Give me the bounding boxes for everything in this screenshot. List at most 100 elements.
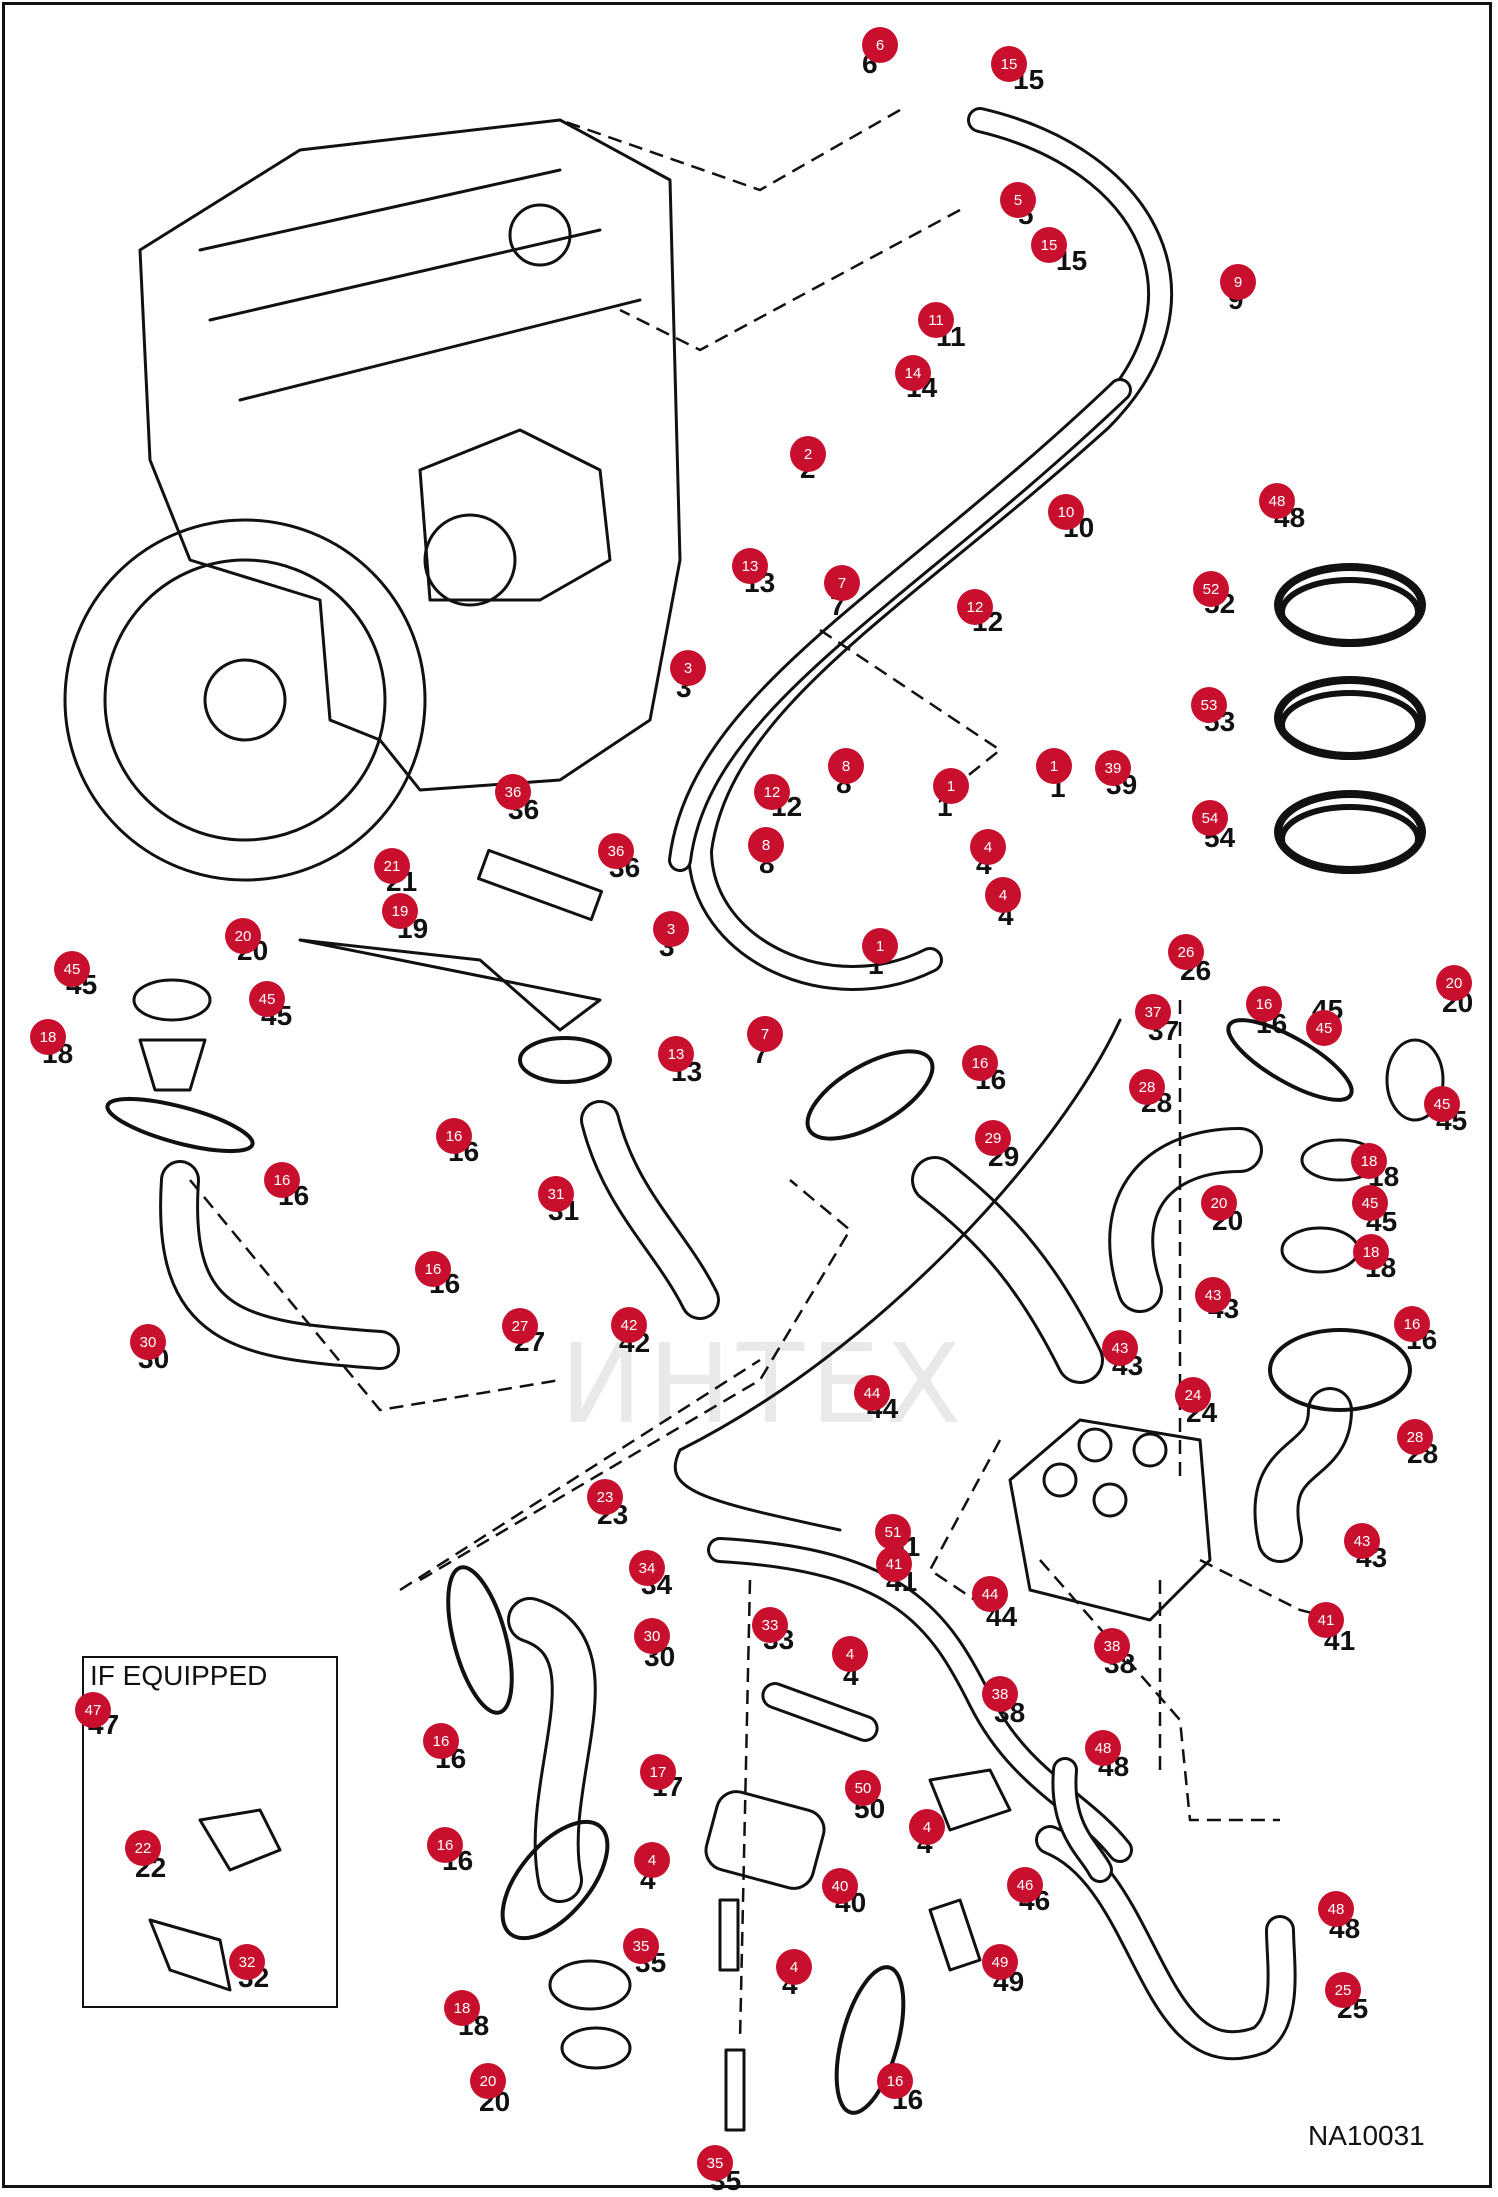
callout-circle bbox=[1129, 1069, 1165, 1105]
callout-badge: 35 bbox=[697, 2145, 733, 2181]
callout-badge: 36 bbox=[495, 774, 531, 810]
callout-circle bbox=[75, 1692, 111, 1728]
callout-badge: 52 bbox=[1193, 571, 1229, 607]
heater-core bbox=[1008, 1418, 1212, 1622]
callout-badge: 45 bbox=[1306, 1010, 1342, 1046]
callout-number: 18 bbox=[40, 1029, 57, 1046]
callout-badge: 38 bbox=[982, 1676, 1018, 1712]
callout-number: 20 bbox=[480, 2073, 497, 2090]
callout-badge: 1 bbox=[933, 768, 969, 804]
plate-17 bbox=[704, 1790, 826, 1890]
callout-number: 4 bbox=[846, 1646, 854, 1663]
callout-number: 8 bbox=[842, 758, 850, 775]
callout-number: 16 bbox=[1256, 996, 1273, 1013]
callout-circle bbox=[748, 827, 784, 863]
callout-number: 44 bbox=[864, 1385, 881, 1402]
callout-circle bbox=[909, 1809, 945, 1845]
callout-circle bbox=[854, 1375, 890, 1411]
callout-circle bbox=[1308, 1602, 1344, 1638]
callout-number: 42 bbox=[621, 1317, 638, 1334]
callout-circle bbox=[444, 1990, 480, 2026]
callout-badge: 4 bbox=[634, 1842, 670, 1878]
callout-number: 45 bbox=[1434, 1096, 1451, 1113]
callout-badge: 18 bbox=[1353, 1234, 1389, 1270]
callout-number: 20 bbox=[1446, 975, 1463, 992]
callout-circle bbox=[732, 548, 768, 584]
callout-badge: 48 bbox=[1259, 483, 1295, 519]
callout-circle bbox=[747, 1016, 783, 1052]
callout-number: 48 bbox=[1328, 1901, 1345, 1918]
callout-badge: 16 bbox=[415, 1251, 451, 1287]
callout-number: 16 bbox=[972, 1055, 989, 1072]
callout-badge: 32 bbox=[229, 1944, 265, 1980]
callout-circle bbox=[1175, 1377, 1211, 1413]
callout-number: 45 bbox=[259, 991, 276, 1008]
callout-badge: 3 bbox=[653, 911, 689, 947]
callout-number: 4 bbox=[790, 1959, 798, 1976]
callout-badge: 33 bbox=[752, 1607, 788, 1643]
callout-number: 43 bbox=[1112, 1340, 1129, 1357]
callout-badge: 23 bbox=[587, 1479, 623, 1515]
callout-badge: 48 bbox=[1085, 1730, 1121, 1766]
callout-number: 11 bbox=[928, 312, 944, 329]
callout-badge: 16 bbox=[423, 1723, 459, 1759]
callout-circle bbox=[130, 1324, 166, 1360]
callout-badge: 34 bbox=[629, 1550, 665, 1586]
callout-number: 4 bbox=[999, 887, 1007, 904]
callout-circle bbox=[876, 1546, 912, 1582]
callout-number: 43 bbox=[1354, 1533, 1371, 1550]
callout-badge: 44 bbox=[854, 1375, 890, 1411]
callout-circle bbox=[1191, 687, 1227, 723]
callout-number: 43 bbox=[1205, 1287, 1222, 1304]
callout-number: 10 bbox=[1058, 504, 1075, 521]
callout-circle bbox=[611, 1307, 647, 1343]
callout-circle bbox=[1095, 750, 1131, 786]
callout-number: 48 bbox=[1269, 493, 1286, 510]
callout-number: 33 bbox=[762, 1617, 779, 1634]
callout-circle bbox=[845, 1770, 881, 1806]
callout-number: 30 bbox=[140, 1334, 157, 1351]
callout-badge: 16 bbox=[427, 1827, 463, 1863]
callout-badge: 28 bbox=[1397, 1419, 1433, 1455]
callout-badge: 12 bbox=[957, 589, 993, 625]
callout-circle bbox=[1201, 1185, 1237, 1221]
callout-circle bbox=[1036, 748, 1072, 784]
callout-badge: 6 bbox=[862, 27, 898, 63]
callout-number: 18 bbox=[1363, 1244, 1380, 1261]
callout-number: 16 bbox=[274, 1172, 291, 1189]
callout-badge: 14 bbox=[895, 355, 931, 391]
callout-badge: 27 bbox=[502, 1308, 538, 1344]
callout-badge: 51 bbox=[875, 1514, 911, 1550]
callout-number: 7 bbox=[838, 575, 846, 592]
callout-number: 13 bbox=[668, 1046, 685, 1063]
callout-badge: 10 bbox=[1048, 494, 1084, 530]
callout-badge: 47 bbox=[75, 1692, 111, 1728]
callout-circle bbox=[752, 1607, 788, 1643]
callout-badge: 15 bbox=[1031, 227, 1067, 263]
callout-circle bbox=[1394, 1306, 1430, 1342]
callout-circle bbox=[972, 1576, 1008, 1612]
callout-circle bbox=[415, 1251, 451, 1287]
callout-circle bbox=[1424, 1086, 1460, 1122]
callout-number: 8 bbox=[762, 837, 770, 854]
callout-number: 19 bbox=[392, 903, 409, 920]
callout-badge: 36 bbox=[598, 833, 634, 869]
callout-badge: 18 bbox=[1351, 1143, 1387, 1179]
callout-circle bbox=[1220, 264, 1256, 300]
callout-circle bbox=[634, 1842, 670, 1878]
callout-badge: 13 bbox=[658, 1036, 694, 1072]
callout-circle bbox=[962, 1045, 998, 1081]
callout-circle bbox=[502, 1308, 538, 1344]
callout-circle bbox=[1325, 1972, 1361, 2008]
callout-circle bbox=[1306, 1010, 1342, 1046]
callout-number: 16 bbox=[1404, 1316, 1421, 1333]
callout-number: 37 bbox=[1145, 1004, 1162, 1021]
callout-badge: 2 bbox=[790, 436, 826, 472]
callout-number: 23 bbox=[597, 1489, 614, 1506]
callout-circle bbox=[982, 1944, 1018, 1980]
callout-badge: 16 bbox=[436, 1118, 472, 1154]
callout-circle bbox=[653, 911, 689, 947]
callout-badge: 19 bbox=[382, 893, 418, 929]
callout-circle bbox=[776, 1949, 812, 1985]
